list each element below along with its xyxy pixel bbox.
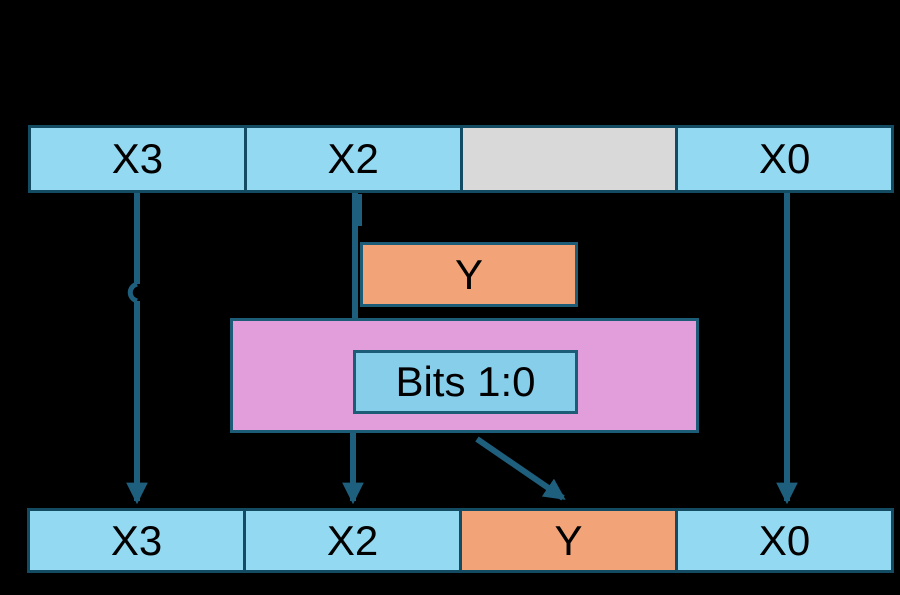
cell-result-y: Y <box>459 511 675 570</box>
cell-source-x3: X3 <box>31 128 244 190</box>
cell-source-x3-label: X3 <box>111 135 164 182</box>
bits-selector-box: Bits 1:0 <box>353 350 578 414</box>
cell-result-x0-label: X0 <box>758 516 811 564</box>
arrow-bits-to-y <box>475 436 566 501</box>
register-row-source: X3 X2 X0 <box>28 125 894 193</box>
cell-source-empty <box>459 128 676 190</box>
cell-source-x2: X2 <box>243 128 460 190</box>
line-hop-icon <box>127 281 139 304</box>
cell-source-x2-label: X2 <box>327 135 379 182</box>
cell-result-y-label: Y <box>554 516 583 564</box>
y-operand-box: Y <box>360 242 578 307</box>
y-operand-label: Y <box>454 250 483 298</box>
cell-source-x0: X0 <box>675 128 891 190</box>
cell-result-x3: X3 <box>30 511 243 570</box>
bits-selector-label: Bits 1:0 <box>395 358 536 405</box>
cell-result-x0: X0 <box>675 511 891 570</box>
cell-result-x2: X2 <box>243 511 459 570</box>
cell-result-x2-label: X2 <box>326 516 379 564</box>
cell-result-x3-label: X3 <box>110 516 163 564</box>
register-row-result: X3 X2 Y X0 <box>27 508 894 573</box>
cell-source-x0-label: X0 <box>758 135 811 182</box>
